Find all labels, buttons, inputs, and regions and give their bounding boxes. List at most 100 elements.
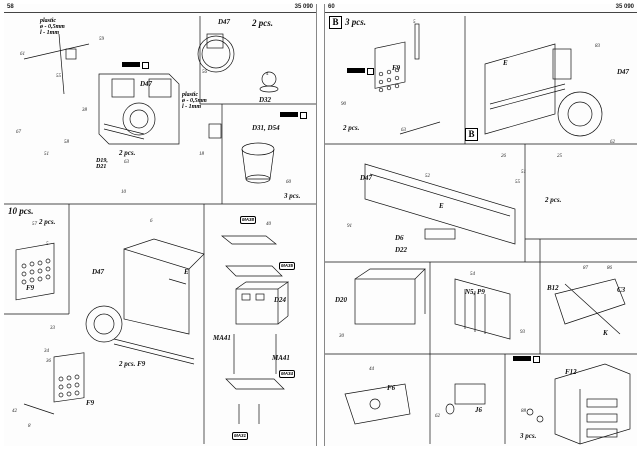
plastic-rod-note: plastic ø - 0,5mm l - 1mm <box>40 18 65 36</box>
part-label-d20: D20 <box>335 296 348 304</box>
paint-swatch <box>280 112 298 117</box>
right-page-number: 60 <box>328 4 335 10</box>
part-label-d24: D24 <box>274 296 287 304</box>
part-label-f9: F9 <box>26 284 35 292</box>
part-number: 42 <box>12 409 17 414</box>
part-label-b12: B12 <box>547 284 559 292</box>
part-number: 58 <box>64 140 69 145</box>
photoetch-badge: MA35 <box>279 262 296 270</box>
part-number: 63 <box>124 160 129 165</box>
quantity-label: 2 pcs. F9 <box>119 360 146 368</box>
part-number: 86 <box>607 266 612 271</box>
part-label-d47: D47 <box>360 174 373 182</box>
part-number: 51 <box>44 152 49 157</box>
part-label-d19-d21: D19, D21 <box>96 158 108 170</box>
part-label-k: K <box>603 329 608 337</box>
part-number: 10 <box>121 190 126 195</box>
part-number: 30 <box>339 334 344 339</box>
photoetch-badge: MA31 <box>232 432 249 440</box>
paint-swatch <box>513 356 531 361</box>
quantity-label: 3 pcs. <box>284 192 301 200</box>
part-label-j6: J6 <box>475 406 482 414</box>
header-rule <box>325 12 637 13</box>
part-number: 38 <box>82 108 87 113</box>
part-number: 60 <box>286 180 291 185</box>
part-number: 5 <box>46 242 49 247</box>
part-number: 56 <box>202 70 207 75</box>
quantity-label: 2 pcs. <box>119 149 136 157</box>
plastic-rod-note-2: plastic ø - 0,5mm l - 1mm <box>182 92 207 110</box>
part-label-ma41: MA41 <box>213 334 231 342</box>
checkbox-icon <box>300 112 307 119</box>
part-label-d22: D22 <box>395 246 408 254</box>
part-number: 88 <box>521 409 526 414</box>
part-number: 61 <box>20 52 25 57</box>
part-label-f12: F12 <box>565 368 577 376</box>
part-label-f9: F9 <box>392 64 401 72</box>
part-number: 62 <box>610 140 615 145</box>
part-label-d47: D47 <box>140 80 153 88</box>
paint-swatch <box>122 62 140 67</box>
quantity-label: 2 pcs. <box>39 218 56 226</box>
right-instruction-page: 60 35 090 <box>324 4 637 446</box>
part-number: 62 <box>435 414 440 419</box>
section-quantity-heading: 10 pcs. <box>8 206 34 216</box>
part-label-d47: D47 <box>92 268 105 276</box>
part-label-d31-d54: D31, D54 <box>252 124 280 132</box>
part-number: 55 <box>515 180 520 185</box>
section-b-marker: B <box>465 128 478 141</box>
left-page-number: 58 <box>7 4 14 10</box>
left-page-drawings <box>4 16 316 444</box>
part-number: 91 <box>347 224 352 229</box>
part-number: 52 <box>425 174 430 179</box>
part-label-ma41: MA41 <box>272 354 290 362</box>
part-number: 57 <box>32 222 37 227</box>
checkbox-icon <box>533 356 540 363</box>
part-number: 44 <box>369 367 374 372</box>
part-label-e: E <box>503 59 508 67</box>
part-number: 8 <box>28 424 31 429</box>
checkbox-icon <box>367 68 374 75</box>
part-number: 34 <box>44 349 49 354</box>
left-kit-code: 35 090 <box>294 4 313 10</box>
part-label-n5-p9: N5, P9 <box>465 288 485 296</box>
part-number: 67 <box>16 130 21 135</box>
quantity-label: 2 pcs. <box>343 124 360 132</box>
part-number: 59 <box>99 37 104 42</box>
photoetch-badge: MA34 <box>279 370 296 378</box>
part-number: 33 <box>50 326 55 331</box>
header-rule <box>4 12 316 13</box>
part-label-f9: F9 <box>86 399 95 407</box>
part-label-d47: D47 <box>218 18 231 26</box>
part-label-c3: C3 <box>617 286 626 294</box>
part-number: 4 <box>266 72 269 77</box>
left-instruction-page: 58 35 090 <box>4 4 317 446</box>
part-number: 55 <box>56 74 61 79</box>
part-label-d6: D6 <box>395 234 404 242</box>
quantity-label: 2 pcs. <box>545 196 562 204</box>
part-number: 51 <box>521 170 526 175</box>
part-number: 54 <box>470 272 475 277</box>
part-number: 36 <box>46 359 51 364</box>
part-number: 5 <box>413 20 416 25</box>
part-label-e: E <box>439 202 444 210</box>
part-number: 18 <box>199 152 204 157</box>
part-number: 90 <box>341 102 346 107</box>
section-b-marker: B <box>329 16 342 29</box>
part-number: 26 <box>501 154 506 159</box>
checkbox-icon <box>142 62 149 69</box>
part-label-e: E <box>184 268 189 276</box>
part-number: 63 <box>401 128 406 133</box>
quantity-label: 3 pcs. <box>520 432 537 440</box>
right-page-drawings <box>325 16 637 445</box>
right-kit-code: 35 090 <box>615 4 634 10</box>
part-number: 87 <box>583 266 588 271</box>
section-quantity-heading: 3 pcs. <box>345 17 366 27</box>
part-number: 25 <box>557 154 562 159</box>
part-number: 83 <box>595 44 600 49</box>
photoetch-badge: MA38 <box>240 216 257 224</box>
part-number: 6 <box>150 219 153 224</box>
part-label-d32: D32 <box>259 96 272 104</box>
part-label-f6: F6 <box>387 384 396 392</box>
paint-swatch <box>347 68 365 73</box>
